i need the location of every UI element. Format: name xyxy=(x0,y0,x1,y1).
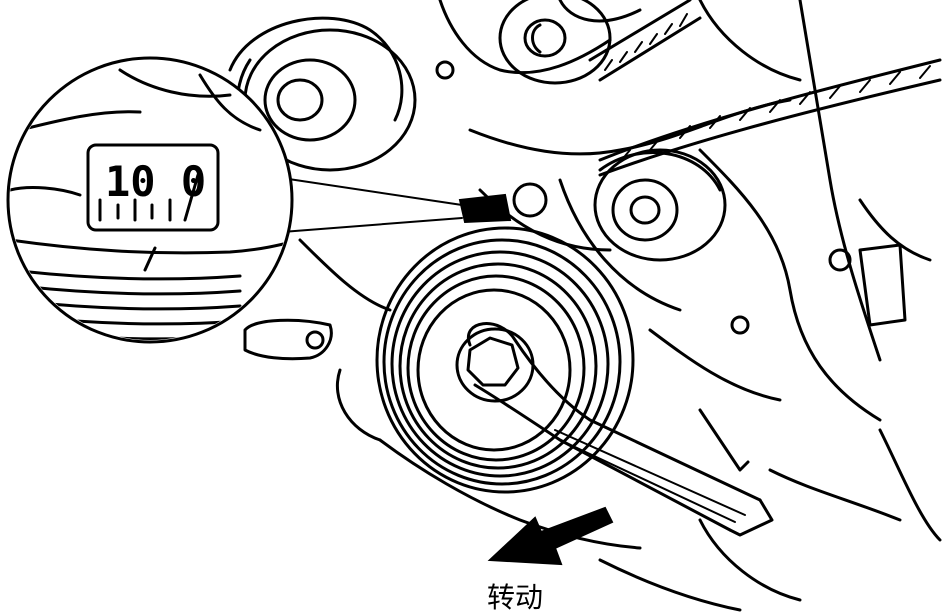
magnifier-leader-lines xyxy=(281,177,463,233)
bracket-details xyxy=(243,60,907,472)
tensioner-pulley xyxy=(593,148,727,262)
drive-belt xyxy=(588,0,942,177)
magnified-inset: 10 0 xyxy=(6,56,294,344)
idler-pulley-upper-middle xyxy=(498,0,612,85)
rotation-arrow-icon xyxy=(487,506,614,566)
timing-scale-plate xyxy=(86,143,220,232)
engine-block-outline xyxy=(228,0,942,612)
rotation-direction-label: 转动 xyxy=(487,581,544,614)
timing-scale-label: 10 0 xyxy=(105,157,206,206)
crankshaft-pulley xyxy=(375,226,635,494)
crankshaft-bolt-icon xyxy=(466,336,520,387)
timing-mark-pointer xyxy=(458,193,512,224)
wrench xyxy=(466,322,774,537)
